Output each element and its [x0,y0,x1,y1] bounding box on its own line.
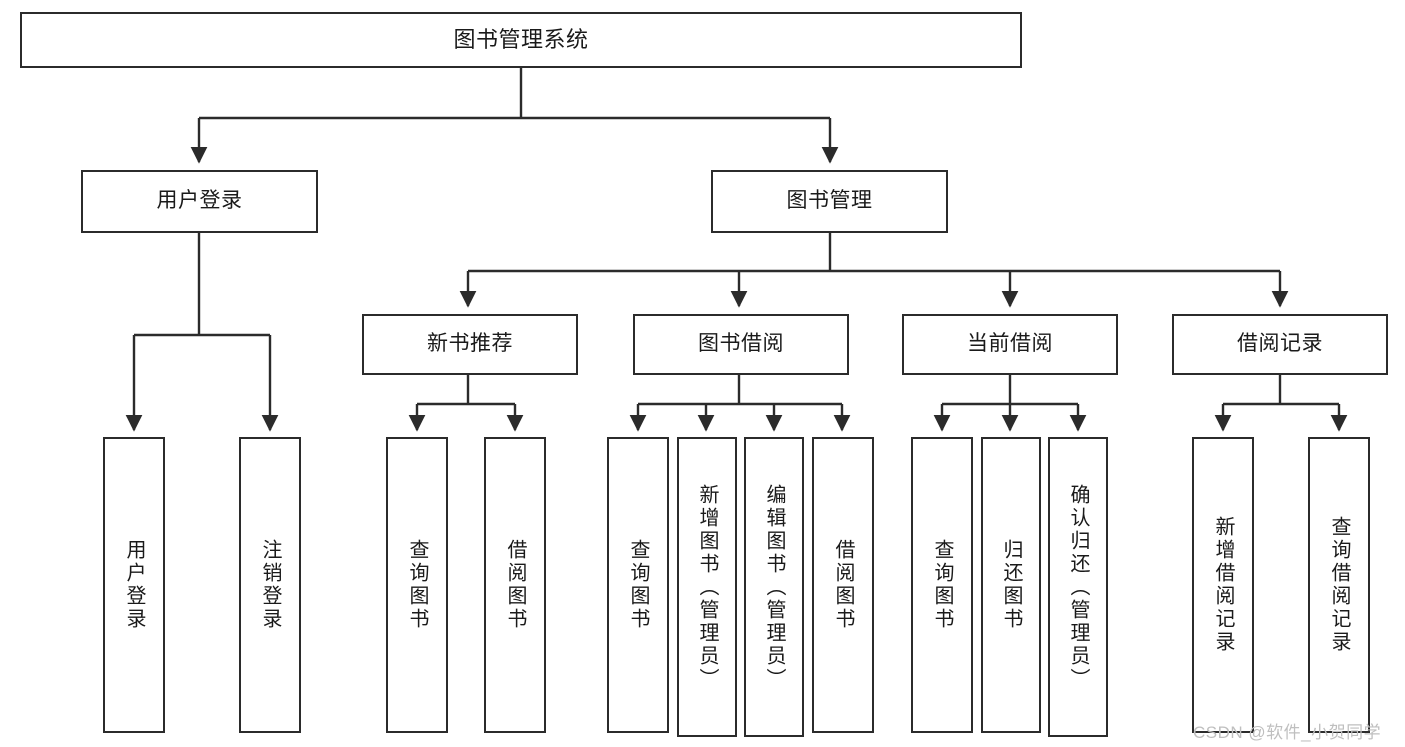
node-book-borrow-label: 图书借阅 [698,332,784,356]
node-leaf-query-record-label: 查询借阅记录 [1328,516,1350,654]
node-leaf-return-book[interactable]: 归还图书 [981,437,1041,733]
node-leaf-borrow-book-2-label: 借阅图书 [832,539,854,631]
node-leaf-query-record[interactable]: 查询借阅记录 [1308,437,1370,733]
node-leaf-user-login-label: 用户登录 [123,539,145,631]
node-leaf-return-book-label: 归还图书 [1000,539,1022,631]
node-current-borrow-label: 当前借阅 [967,332,1053,356]
node-leaf-add-book-label: 新增图书（管理员） [696,483,718,691]
node-leaf-add-record[interactable]: 新增借阅记录 [1192,437,1254,733]
node-leaf-user-login[interactable]: 用户登录 [103,437,165,733]
node-new-book-recommend[interactable]: 新书推荐 [362,314,578,375]
node-root-label: 图书管理系统 [453,27,589,53]
node-book-borrow[interactable]: 图书借阅 [633,314,849,375]
node-borrow-record-label: 借阅记录 [1237,332,1323,356]
node-leaf-add-record-label: 新增借阅记录 [1212,516,1234,654]
node-new-book-recommend-label: 新书推荐 [427,332,513,356]
node-current-borrow[interactable]: 当前借阅 [902,314,1118,375]
node-borrow-record[interactable]: 借阅记录 [1172,314,1388,375]
node-leaf-query-book-3-label: 查询图书 [931,539,953,631]
node-leaf-query-book-2[interactable]: 查询图书 [607,437,669,733]
node-leaf-confirm-return-label: 确认归还（管理员） [1067,483,1089,691]
node-book-manage-label: 图书管理 [786,189,873,213]
node-leaf-query-book-3[interactable]: 查询图书 [911,437,973,733]
node-leaf-query-book-2-label: 查询图书 [627,539,649,631]
node-leaf-borrow-book-1[interactable]: 借阅图书 [484,437,546,733]
node-root[interactable]: 图书管理系统 [20,12,1022,68]
node-user-login[interactable]: 用户登录 [81,170,318,233]
node-leaf-borrow-book-2[interactable]: 借阅图书 [812,437,874,733]
node-leaf-add-book[interactable]: 新增图书（管理员） [677,437,737,737]
node-user-login-label: 用户登录 [156,189,243,213]
node-leaf-edit-book-label: 编辑图书（管理员） [763,483,785,691]
node-leaf-user-logout[interactable]: 注销登录 [239,437,301,733]
node-leaf-query-book-1-label: 查询图书 [406,539,428,631]
node-leaf-confirm-return[interactable]: 确认归还（管理员） [1048,437,1108,737]
node-leaf-borrow-book-1-label: 借阅图书 [504,539,526,631]
node-leaf-query-book-1[interactable]: 查询图书 [386,437,448,733]
node-book-manage[interactable]: 图书管理 [711,170,948,233]
csdn-watermark: CSDN @软件_小贺同学 [1193,723,1382,742]
node-leaf-edit-book[interactable]: 编辑图书（管理员） [744,437,804,737]
node-leaf-user-logout-label: 注销登录 [259,539,281,631]
